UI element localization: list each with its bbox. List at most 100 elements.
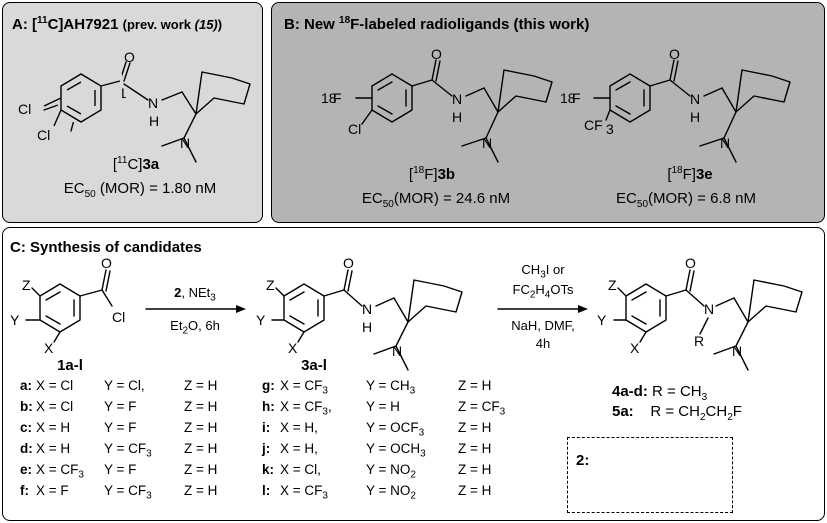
row-key: i: [262,420,271,435]
svg-text:O: O [124,49,135,65]
row-x: X = CF3, [280,399,332,418]
svg-text:N: N [362,301,372,317]
row-y: Y = OCF3 [366,420,425,439]
reagent-2-label: 2: [576,452,590,469]
row-x: X = H [36,420,71,435]
row-z: Z = H [458,483,492,498]
arrow-2-reagent-b: FC2H4OTs [512,282,574,301]
row-z: Z = H [184,378,218,393]
svg-text:F: F [333,90,342,106]
molecule-3a-l: Z Y X O N H N [256,255,463,371]
svg-text:X: X [288,340,298,356]
row-y: Y = CF3 [104,441,152,460]
svg-text:R: R [694,333,704,349]
row-x: X = Cl [36,399,74,414]
row-key: h: [262,399,275,414]
substituent-row: j: X = H, Y = OCH3 Z = H [262,438,542,459]
substituent-row: l: X = CF3 Y = NO2 Z = H [262,480,542,501]
svg-text:Cl: Cl [18,101,31,117]
row-z: Z = H [458,441,492,456]
svg-text:N: N [704,301,714,317]
molecule-11c-3a: Cl Cl 11 O N H N [18,49,251,163]
svg-text:Cl: Cl [112,309,125,325]
row-key: j: [262,441,271,456]
row-y: Y = OCH3 [366,441,426,460]
svg-text:N: N [720,135,730,151]
svg-text:O: O [685,255,696,271]
molecule-4-5-product: Z Y X O N R N [597,255,803,371]
substituent-row: e:X = CF3 Y = F Z = H [20,459,260,480]
svg-text:O: O [343,255,354,271]
arrow-1-conditions: Et2O, 6h [170,318,220,337]
row-key: e: [20,462,33,477]
arrow-2-conditions-a: NaH, DMF, [511,318,575,333]
svg-text:Y: Y [597,312,607,328]
reagent-2-box [567,437,733,513]
svg-text:18: 18 [560,90,576,106]
compound-label-1a-l: 1a-l [57,357,83,374]
svg-text:Z: Z [266,277,275,293]
panel-a [2,2,263,223]
molecule-18f-3e: 18 F CF 3 O N H N [560,46,791,163]
row-y: Y = F [104,462,137,477]
row-y: Y = Cl, [104,378,145,393]
row-z: Z = H [184,483,218,498]
product-4a-d-label: 4a-d: R = CH3 [612,383,708,403]
svg-text:H: H [149,113,159,129]
row-y: Y = NO2 [366,462,416,481]
row-key: f: [20,483,29,498]
row-x: X = Cl [36,378,74,393]
svg-text:F: F [572,90,581,106]
molecule-18f-3b: 18 F Cl O N H N [321,46,553,163]
svg-text:Y: Y [256,312,266,328]
svg-text:Y: Y [10,312,20,328]
row-key: k: [262,462,275,477]
row-key: c: [20,420,33,435]
row-x: X = H, [280,441,318,456]
panel-a-title: A: [11C]AH7921 (prev. work (15)) [12,15,223,34]
row-x: X = CF3 [36,462,84,481]
ec50-11c-3a: EC50 (MOR) = 1.80 nM [63,180,217,200]
svg-text:O: O [669,46,680,62]
compound-label-11c-3a: [11C]3a [112,155,160,174]
svg-text:X: X [44,340,54,356]
row-z: Z = H [458,378,492,393]
svg-text:O: O [101,255,112,271]
row-z: Z = H [458,462,492,477]
panel-c-title: C: Synthesis of candidates [10,239,202,256]
compound-label-3a-l: 3a-l [301,357,327,374]
ec50-18f-3b: EC50(MOR) = 24.6 nM [361,190,511,210]
arrow-2-conditions-b: 4h [535,336,551,351]
row-y: Y = NO2 [366,483,416,502]
svg-text:3: 3 [606,121,614,137]
panel-b [271,2,825,223]
svg-text:H: H [452,109,462,125]
row-key: l: [262,483,271,498]
svg-text:18: 18 [321,90,337,106]
product-5a-label: 5a: R = CH2CH2F [612,403,742,423]
svg-text:Cl: Cl [348,121,361,137]
arrow-2-reagent-a: CH3I or [521,262,565,281]
row-key: b: [20,399,33,414]
svg-text:N: N [392,343,402,359]
svg-text:11: 11 [112,85,127,101]
svg-text:H: H [362,319,372,335]
compound-label-18f-3b: [18F]3b [408,165,456,184]
svg-text:Z: Z [608,277,617,293]
row-x: X = F [36,483,69,498]
row-key: d: [20,441,33,456]
row-x: X = CF3 [280,483,328,502]
svg-text:CF: CF [584,117,603,133]
ec50-18f-3e: EC50(MOR) = 6.8 nM [616,190,756,210]
row-z: Z = H [184,462,218,477]
